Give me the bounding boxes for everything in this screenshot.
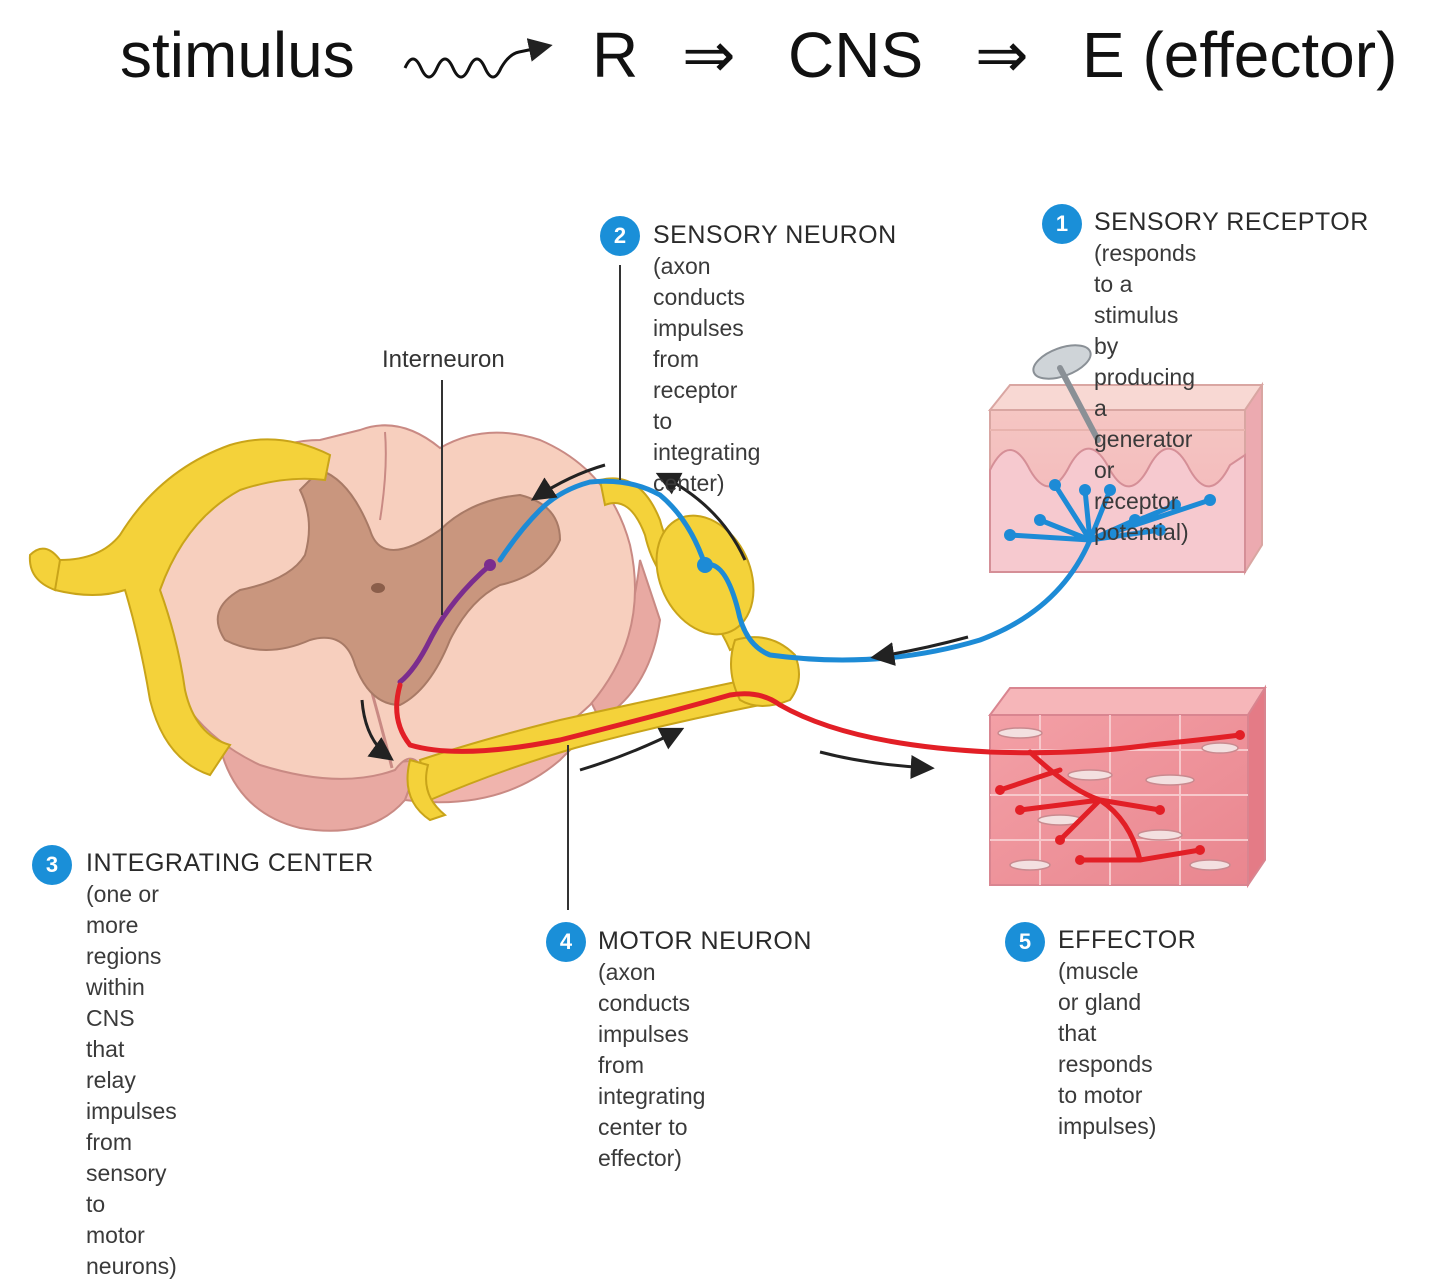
stimulus-wave-arrow bbox=[403, 38, 553, 79]
step-badge-1: 1 bbox=[1042, 204, 1082, 244]
sensory-neuron-desc-line: receptor to integrating center) bbox=[653, 377, 761, 496]
step-badge-3: 3 bbox=[32, 845, 72, 885]
muscle-block bbox=[988, 684, 1267, 889]
interneuron-path bbox=[397, 562, 493, 685]
effector-desc-line: impulses) bbox=[1058, 1113, 1157, 1139]
formula-arrow-1: ⇒ bbox=[682, 19, 736, 91]
motor-neuron-path bbox=[394, 682, 1243, 863]
formula-receptor: R bbox=[592, 19, 639, 91]
sensory-neuron-desc-line: (axon conducts impulses from bbox=[653, 253, 746, 372]
reflex-arc-illustration bbox=[28, 38, 1267, 910]
sensory-receptor-endings bbox=[697, 479, 1216, 573]
impulse-direction-arrows bbox=[360, 463, 969, 780]
sensory-receptor-desc-line: or receptor potential) bbox=[1094, 457, 1189, 545]
integrating-center-desc-line: that relay impulses from sensory to bbox=[86, 1036, 177, 1217]
sensory-receptor-desc-line: by producing a generator bbox=[1094, 333, 1196, 452]
formula-cns: CNS bbox=[788, 19, 924, 91]
interneuron-label: Interneuron bbox=[382, 346, 505, 373]
reflex-arc-diagram: stimulus R ⇒ CNS ⇒ E (effector) bbox=[28, 19, 1398, 1279]
sensory-neuron-path bbox=[497, 478, 1213, 663]
sensory-neuron-title: SENSORY NEURON bbox=[653, 221, 897, 249]
motor-neuron-desc-line: (axon conducts impulses from bbox=[598, 959, 691, 1078]
skin-block bbox=[987, 381, 1264, 576]
integrating-center-desc-line: (one or more regions within CNS bbox=[86, 881, 162, 1031]
step-badge-5: 5 bbox=[1005, 922, 1045, 962]
integrating-center-title: INTEGRATING CENTER bbox=[86, 849, 374, 877]
effector-title: EFFECTOR bbox=[1058, 926, 1197, 954]
sensory-receptor-title: SENSORY RECEPTOR bbox=[1094, 208, 1369, 236]
leader-lines bbox=[441, 265, 621, 910]
effector-desc-line: responds to motor bbox=[1058, 1051, 1153, 1108]
motor-neuron-title: MOTOR NEURON bbox=[598, 927, 812, 955]
integrating-center-desc-line: motor neurons) bbox=[86, 1222, 177, 1279]
formula-arrow-2: ⇒ bbox=[975, 19, 1029, 91]
motor-neuron-desc-line: integrating center to effector) bbox=[598, 1083, 706, 1171]
spinal-cord bbox=[157, 424, 662, 832]
nail-stimulus bbox=[1032, 344, 1101, 443]
step-badge-2: 2 bbox=[600, 216, 640, 256]
formula-effector: E (effector) bbox=[1082, 19, 1398, 91]
effector-desc-line: (muscle or gland that bbox=[1058, 958, 1142, 1046]
motor-end-plates bbox=[995, 730, 1245, 865]
sensory-receptor-desc-line: (responds to a stimulus bbox=[1094, 240, 1197, 328]
step-badge-4: 4 bbox=[546, 922, 586, 962]
formula-stimulus: stimulus bbox=[120, 19, 355, 91]
